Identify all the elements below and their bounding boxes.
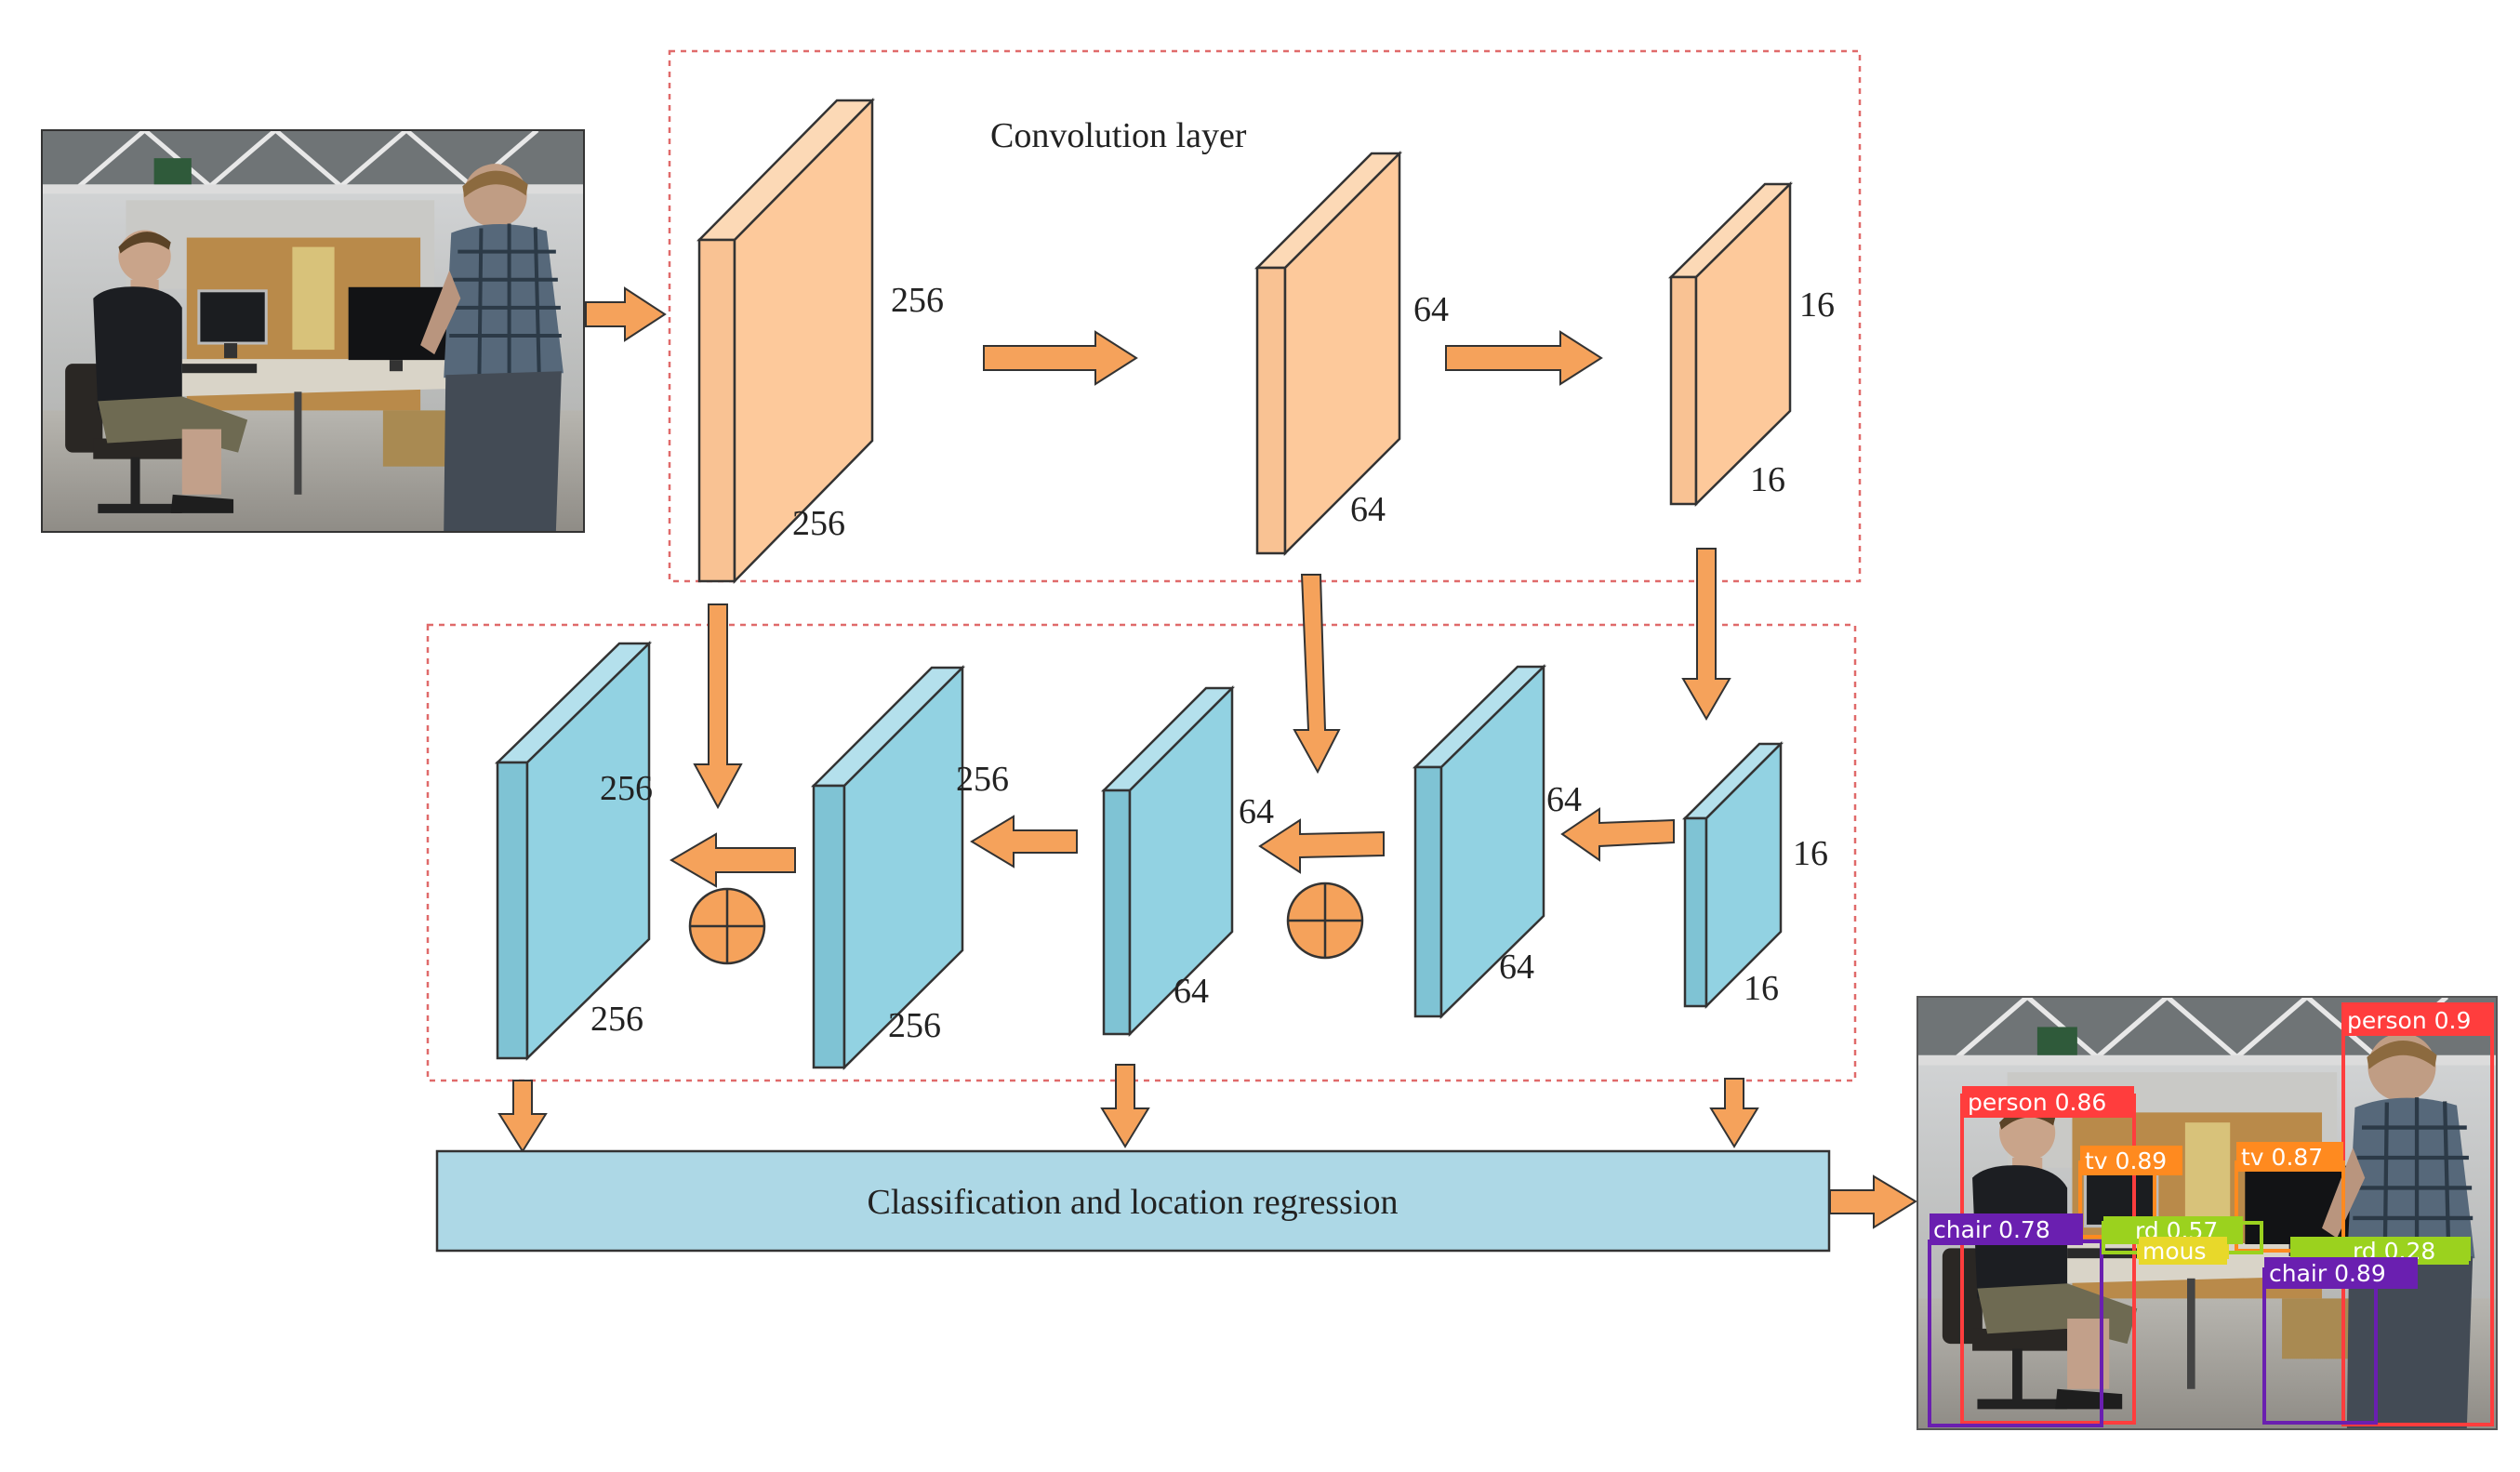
encoder-block-3-height-label: 16 — [1750, 460, 1785, 499]
encoder-title: Convolution layer — [990, 116, 1247, 155]
encoder-block-1 — [696, 97, 875, 585]
arrow-decoder-2-to-1 — [670, 832, 796, 888]
detection-label-tv-left: tv 0.89 — [2085, 1147, 2167, 1174]
decoder-block-3-bottom-label: 64 — [1174, 972, 1209, 1011]
encoder-block-1-width-label: 256 — [891, 281, 944, 320]
detection-label-tv-right: tv 0.87 — [2241, 1144, 2323, 1171]
encoder-dashed-frame — [668, 49, 1862, 583]
head-label: Classification and location regression — [868, 1183, 1399, 1222]
decoder-block-4-top-label: 64 — [1546, 780, 1582, 819]
encoder-block-2-height-label: 64 — [1350, 490, 1386, 529]
arrow-encoder-1-down — [693, 603, 743, 810]
decoder-dashed-frame — [426, 623, 1857, 1082]
arrow-encoder-1-to-2 — [983, 330, 1138, 386]
decoder-block-1 — [494, 641, 653, 1061]
arrow-decoder-5-to-head — [1709, 1078, 1759, 1148]
decoder-block-5-top-label: 16 — [1793, 834, 1828, 873]
detection-label-person-left: person 0.86 — [1968, 1089, 2106, 1116]
decoder-block-5-bottom-label: 16 — [1744, 969, 1779, 1008]
arrow-decoder-1-to-head — [497, 1080, 548, 1153]
encoder-block-2 — [1253, 150, 1403, 557]
classification-regression-head — [435, 1149, 1831, 1253]
decoder-block-1-top-label: 256 — [600, 769, 653, 808]
detection-label-chair-left: chair 0.78 — [1933, 1216, 2050, 1243]
arrow-decoder-5-to-4 — [1560, 807, 1675, 862]
arrow-decoder-4-to-3 — [1258, 818, 1385, 874]
detection-label-chair-right: chair 0.89 — [2269, 1260, 2386, 1287]
encoder-block-3 — [1667, 181, 1794, 507]
decoder-block-5 — [1681, 740, 1784, 1010]
decoder-block-3-top-label: 64 — [1239, 792, 1274, 831]
input-image — [41, 129, 585, 533]
arrow-head-to-output — [1829, 1174, 1917, 1229]
arrow-encoder-2-to-3 — [1445, 330, 1603, 386]
decoder-block-1-bottom-label: 256 — [590, 1000, 643, 1039]
sum-operator-1 — [688, 887, 766, 965]
encoder-block-1-height-label: 256 — [792, 504, 845, 543]
sum-operator-2 — [1286, 882, 1364, 960]
decoder-block-2-top-label: 256 — [956, 760, 1009, 799]
arrow-input-to-encoder — [585, 286, 667, 342]
encoder-block-3-width-label: 16 — [1799, 285, 1835, 325]
decoder-block-4 — [1412, 664, 1547, 1019]
encoder-block-2-width-label: 64 — [1413, 290, 1449, 329]
arrow-encoder-2-down — [1293, 574, 1341, 775]
arrow-decoder-3-to-2 — [970, 815, 1078, 869]
decoder-block-2 — [810, 664, 966, 1071]
output-image: person 0.9 person 0.86 tv 0.89 tv 0.87 r… — [1917, 996, 2498, 1430]
arrow-decoder-3-to-head — [1100, 1064, 1150, 1148]
decoder-block-3 — [1100, 684, 1236, 1038]
arrow-encoder-3-down — [1681, 548, 1731, 721]
detection-label-mouse: mous — [2142, 1238, 2207, 1265]
detection-label-person-right: person 0.9 — [2347, 1007, 2471, 1034]
decoder-block-4-bottom-label: 64 — [1499, 948, 1534, 987]
decoder-block-2-bottom-label: 256 — [888, 1006, 941, 1045]
